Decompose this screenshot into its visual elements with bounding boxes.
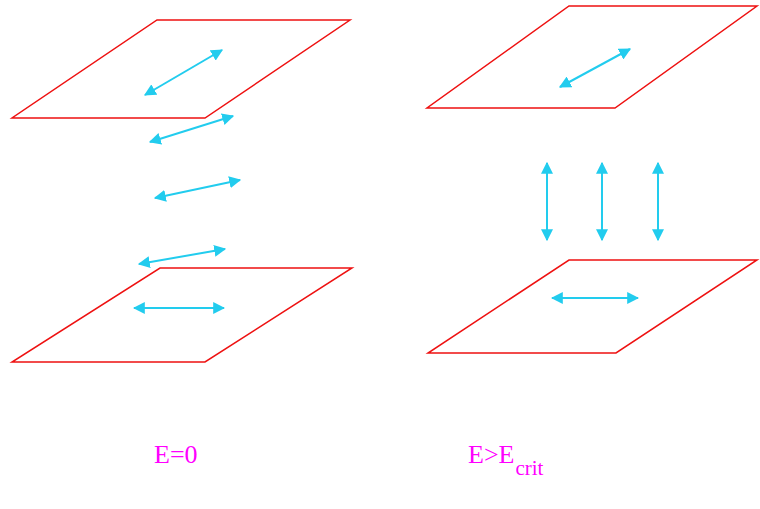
plate bbox=[12, 268, 352, 362]
director-arrow bbox=[657, 163, 659, 240]
director-arrow bbox=[134, 307, 224, 309]
director-arrow bbox=[145, 50, 222, 95]
director-arrow bbox=[601, 163, 603, 240]
director-arrow bbox=[546, 163, 548, 240]
plate bbox=[428, 260, 757, 353]
field-label: E>E bbox=[468, 442, 514, 468]
director-arrow bbox=[139, 249, 225, 264]
plate bbox=[12, 20, 350, 118]
director-arrow bbox=[552, 297, 638, 299]
plate bbox=[427, 6, 757, 108]
subscript-label: crit bbox=[515, 458, 543, 479]
director-arrow bbox=[155, 180, 240, 198]
director-arrow bbox=[150, 116, 233, 142]
director-arrow bbox=[560, 49, 630, 87]
field-label: E=0 bbox=[154, 442, 198, 468]
